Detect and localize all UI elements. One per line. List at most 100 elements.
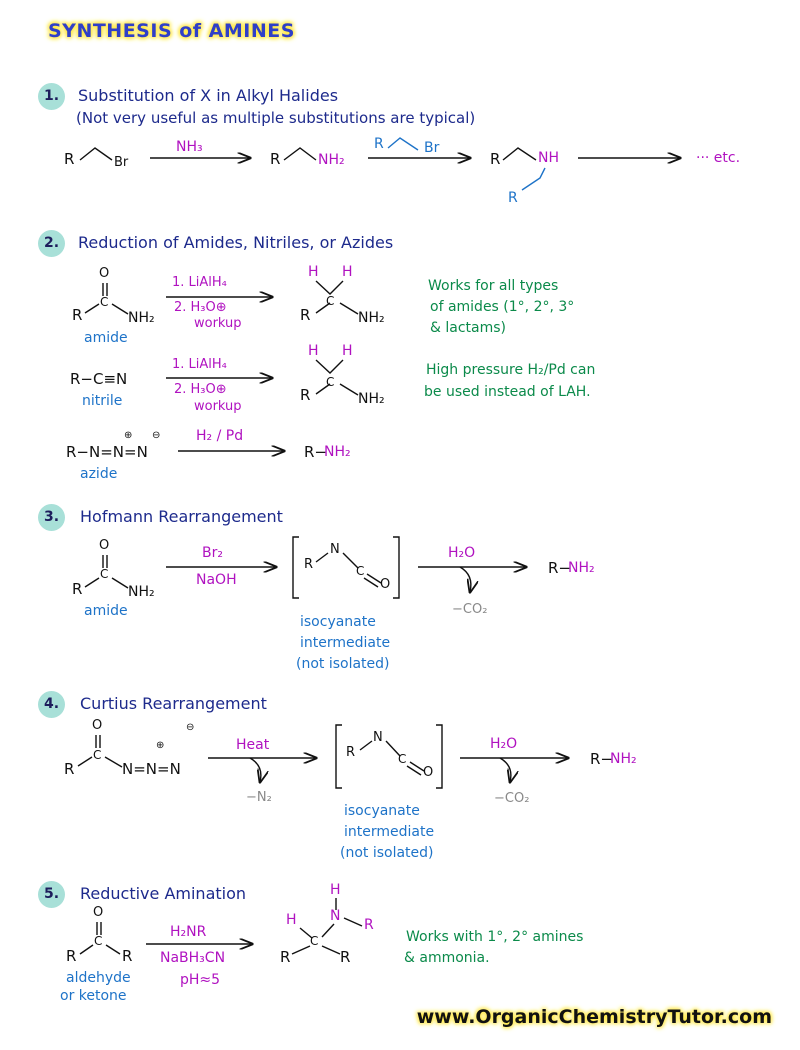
footer-url: www.OrganicChemistryTutor.com <box>416 1006 772 1028</box>
s2-amide-o: O <box>99 266 110 281</box>
section-4-heading: Curtius Rearrangement <box>80 694 267 713</box>
s3-iso-r: R <box>304 557 314 572</box>
section-5-badge: 5. <box>38 881 65 908</box>
s2-prod1-h2: H <box>342 264 353 280</box>
s2-azide: R−N=N=N <box>66 443 148 461</box>
s5-rc-bond2 <box>321 945 341 955</box>
s3-iso-c: C <box>356 564 365 578</box>
s5-note-b: & ammonia. <box>404 950 490 966</box>
s2-amide-c: C <box>100 295 109 309</box>
s2-amide-rc <box>84 303 100 314</box>
s5-prod-h-top: H <box>330 882 341 898</box>
s4-co2: −CO₂ <box>494 791 530 806</box>
s3-h2o: H₂O <box>448 545 476 561</box>
s3-rc <box>84 577 100 588</box>
s4-n2-arrow <box>249 757 261 782</box>
s2-prod1-h1: H <box>308 264 319 280</box>
s3-iso-co2 <box>363 577 379 588</box>
s5-r1: R <box>66 947 77 965</box>
s2-h3o-2: 2. H₃O⊕ <box>174 382 227 397</box>
s3-prod-r: R− <box>548 559 571 577</box>
s2-note2-b: be used instead of LAH. <box>424 384 591 400</box>
s4-o: O <box>92 718 103 733</box>
s4-iso-o: O <box>423 765 434 780</box>
s3-prod-nh2: NH₂ <box>568 560 595 576</box>
section-1-note: (Not very useful as multiple substitutio… <box>76 109 476 127</box>
s4-co2-arrow <box>499 757 511 782</box>
section-3-heading: Hofmann Rearrangement <box>80 507 283 526</box>
s2-nitrile: R−C≡N <box>70 370 128 388</box>
s4-iso-c: C <box>398 752 407 766</box>
s2-prod2-rc <box>315 383 331 395</box>
s5-nabh3cn: NaBH₃CN <box>160 950 226 966</box>
s4-iso-label-b: intermediate <box>344 824 435 840</box>
s4-cn <box>104 756 123 768</box>
s1-etc: ··· etc. <box>696 150 741 166</box>
s5-prod-c: C <box>310 934 319 948</box>
section-2-heading: Reduction of Amides, Nitriles, or Azides <box>78 233 394 252</box>
s1-reagent-bond <box>387 137 419 151</box>
s2-prod2-cn <box>339 383 359 396</box>
s4-n2: −N₂ <box>246 790 272 805</box>
s5-ph: pH≈5 <box>180 972 221 988</box>
s3-iso-label-b: intermediate <box>300 635 391 651</box>
s5-hc-bond <box>299 927 313 939</box>
s3-nh2: NH₂ <box>128 584 155 600</box>
s5-nr-bond <box>343 917 363 927</box>
s5-h2nr: H₂NR <box>170 924 207 940</box>
s4-iso-co2 <box>406 765 422 776</box>
s4-minus: ⊖ <box>186 722 195 733</box>
s2-amide-nh2: NH₂ <box>128 310 155 326</box>
s1-r4: R <box>508 190 518 206</box>
s4-iso-co <box>409 761 425 772</box>
s1-bond-2 <box>283 147 317 161</box>
s1-br: Br <box>114 155 129 170</box>
s5-prod-n: N <box>330 908 341 924</box>
s4-iso-label-a: isocyanate <box>344 803 420 819</box>
s4-iso-n: N <box>373 730 383 745</box>
s5-cn-bond <box>321 923 335 938</box>
s2-h2pd: H₂ / Pd <box>196 428 244 444</box>
s2-note1-c: & lactams) <box>430 320 506 336</box>
s2-azide-prod-nh2: NH₂ <box>324 444 351 460</box>
section-1-heading: Substitution of X in Alkyl Halides <box>78 86 339 105</box>
s1-nh-bond <box>521 167 546 191</box>
s2-lah-1: 1. LiAlH₄ <box>172 275 227 290</box>
s2-prod2-c: C <box>326 375 335 389</box>
s2-workup-2: workup <box>194 399 242 414</box>
s3-o: O <box>99 538 110 553</box>
s3-br2: Br₂ <box>202 545 223 561</box>
s2-prod2-r: R <box>300 386 311 404</box>
s5-rc2 <box>105 944 121 955</box>
s2-lah-2: 1. LiAlH₄ <box>172 357 227 372</box>
s3-iso-label-a: isocyanate <box>300 614 376 630</box>
s2-prod1-c: C <box>326 294 335 308</box>
section-5-heading: Reductive Amination <box>80 884 247 903</box>
s2-prod2-h1: H <box>308 343 319 359</box>
section-1-badge: 1. <box>38 83 65 110</box>
s3-c: C <box>100 567 109 581</box>
s2-prod1-nh2: NH₂ <box>358 310 385 326</box>
s2-nitrile-label: nitrile <box>82 393 123 409</box>
s2-prod2-hh <box>315 359 344 374</box>
s2-h3o-1: 2. H₃O⊕ <box>174 300 227 315</box>
s2-prod1-r: R <box>300 306 311 324</box>
section-2-badge: 2. <box>38 230 65 257</box>
s1-r3: R <box>490 150 501 168</box>
s2-amide-label: amide <box>84 330 128 346</box>
s5-rc-bond1 <box>291 945 311 955</box>
s3-iso-nc <box>342 552 359 569</box>
s3-iso-label-c: (not isolated) <box>296 656 390 672</box>
s4-prod-nh2: NH₂ <box>610 751 637 767</box>
s1-bond-1 <box>79 147 113 161</box>
s3-iso-o: O <box>380 577 391 592</box>
s1-reagent-nh3: NH₃ <box>176 139 203 155</box>
s5-rc1 <box>79 944 94 955</box>
s4-iso-label-c: (not isolated) <box>340 845 434 861</box>
s4-c: C <box>93 748 102 762</box>
s1-r2: R <box>270 150 281 168</box>
s5-r2: R <box>122 947 133 965</box>
s2-workup-1: workup <box>194 316 242 331</box>
s3-bracket-left <box>292 536 299 599</box>
